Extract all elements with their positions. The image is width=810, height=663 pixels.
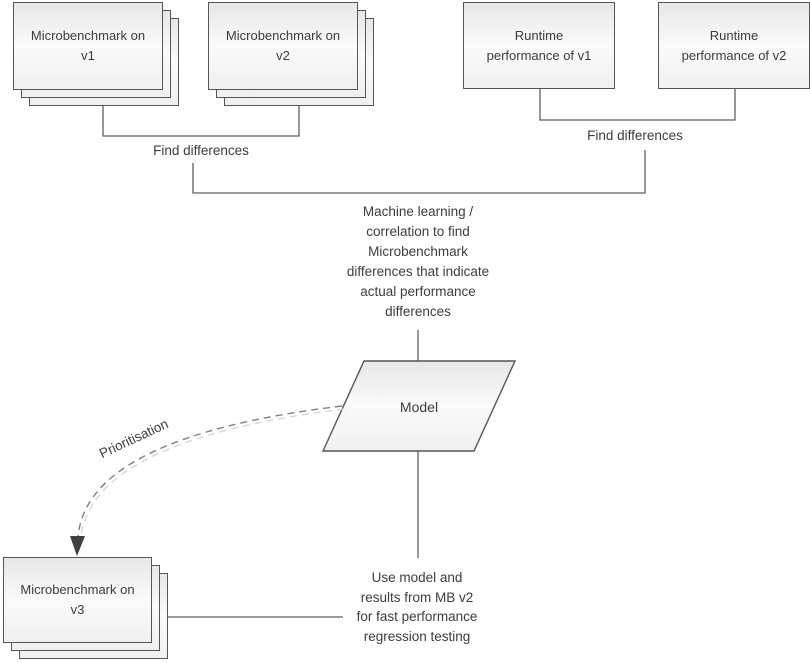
find-differences-micro-label: Find differences <box>153 143 249 158</box>
microbenchmark-v1-stack: Microbenchmark on v1 <box>13 2 179 106</box>
runtime-v2-label: Runtime performance of v2 <box>681 27 787 63</box>
microbenchmark-v2-label: Microbenchmark on v2 <box>225 28 341 63</box>
model-label: Model <box>399 399 439 415</box>
machine-learning-text: Machine learning / correlation to find M… <box>346 204 490 319</box>
stack-front-sheet: Microbenchmark on v2 <box>208 2 358 90</box>
microbenchmark-v2-stack: Microbenchmark on v2 <box>208 2 374 106</box>
connector-differences-merge <box>192 150 646 194</box>
stack-front-sheet: Microbenchmark on v3 <box>3 557 152 643</box>
runtime-v1-label: Runtime performance of v1 <box>486 27 592 63</box>
microbenchmark-v1-label: Microbenchmark on v1 <box>30 28 146 63</box>
stack-front-sheet: Microbenchmark on v1 <box>13 2 163 90</box>
use-model-text: Use model and results from MB v2 for fas… <box>356 570 478 644</box>
runtime-v1-box: Runtime performance of v1 <box>463 2 615 89</box>
microbenchmark-v3-label: Microbenchmark on v3 <box>20 582 135 617</box>
runtime-v2-box: Runtime performance of v2 <box>658 2 810 89</box>
prioritisation-curve <box>77 405 343 539</box>
connector-runtime-pair <box>539 89 736 121</box>
find-differences-runtime-label: Find differences <box>587 128 683 143</box>
model-parallelogram <box>321 360 517 452</box>
prioritisation-arrowhead-icon <box>70 536 85 556</box>
microbenchmark-v3-stack: Microbenchmark on v3 <box>3 557 168 659</box>
connector-microbenchmark-pair <box>102 106 300 137</box>
prioritisation-curve-echo <box>79 408 345 542</box>
